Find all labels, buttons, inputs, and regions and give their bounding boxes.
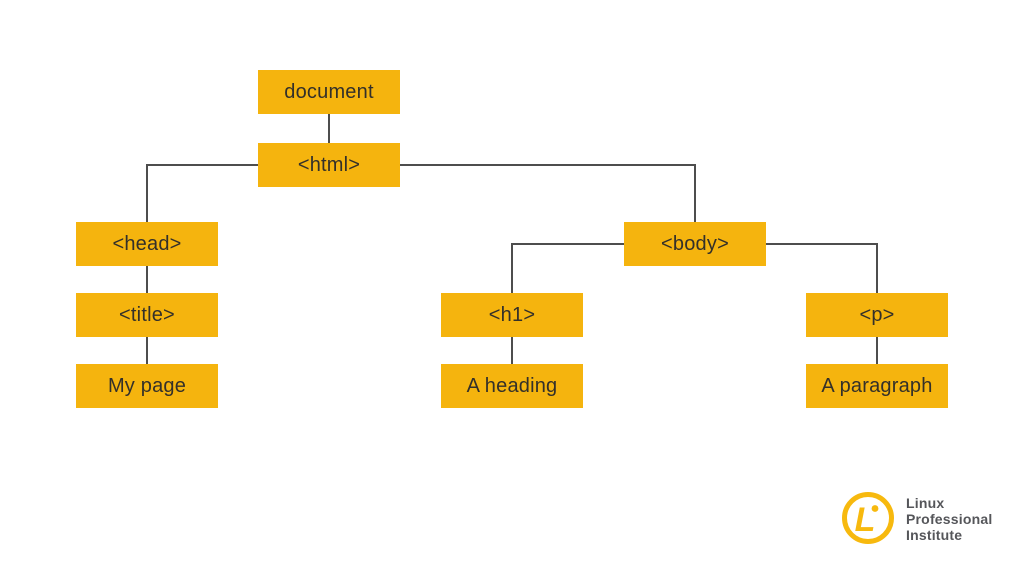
- node-my-page: My page: [76, 364, 218, 408]
- connector-body-p: [766, 243, 878, 293]
- connector-html-body: [400, 164, 696, 222]
- node-html: <html>: [258, 143, 400, 187]
- logo-ring: [842, 492, 894, 544]
- connector-html-head: [146, 164, 258, 222]
- node-document: document: [258, 70, 400, 114]
- node-title: <title>: [76, 293, 218, 337]
- node-head: <head>: [76, 222, 218, 266]
- node-p: <p>: [806, 293, 948, 337]
- lpi-logo: L Linux Professional Institute: [840, 490, 992, 546]
- node-h1: <h1>: [441, 293, 583, 337]
- node-a-paragraph: A paragraph: [806, 364, 948, 408]
- node-a-heading: A heading: [441, 364, 583, 408]
- logo-dot: [871, 505, 879, 512]
- connector-body-h1: [511, 243, 624, 293]
- node-body: <body>: [624, 222, 766, 266]
- logo-line-2: Professional: [906, 511, 993, 527]
- logo-line-3: Institute: [906, 527, 963, 543]
- logo-line-1: Linux: [906, 495, 945, 511]
- lpi-logo-wordmark: Linux Professional Institute: [906, 495, 992, 543]
- logo-monogram: L: [855, 501, 876, 539]
- lpi-logo-icon: L: [842, 492, 894, 544]
